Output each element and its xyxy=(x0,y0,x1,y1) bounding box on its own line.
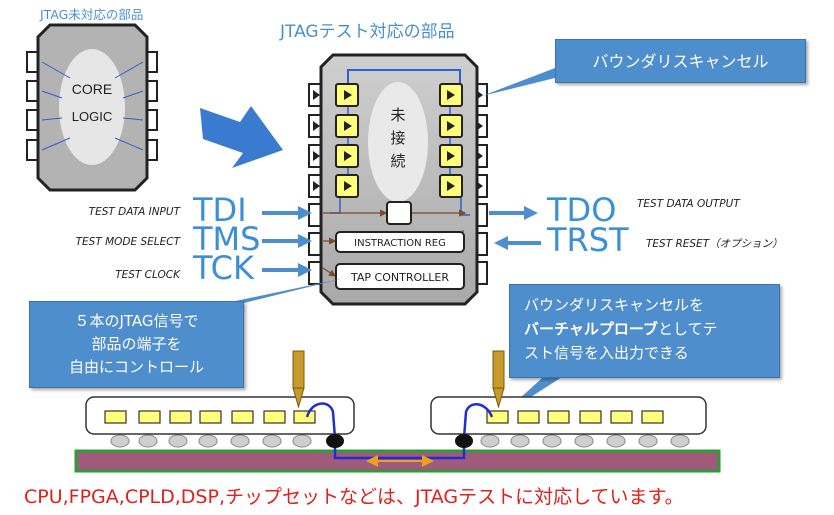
footer-note: CPU,FPGA,CPLD,DSP,チップセットなどは、JTAGテストに対応して… xyxy=(24,486,684,508)
virtual-probe-line-1: バウンダリスキャンセルを xyxy=(524,296,705,314)
virtual-probe-line-2: バーチャルプローブとしてテ xyxy=(524,317,773,341)
boundary-scan-callout: バウンダリスキャンセル xyxy=(555,39,806,83)
control-wires xyxy=(322,209,467,277)
virtual-probe-rest: としてテ xyxy=(657,320,718,338)
left-contact-ball xyxy=(326,434,344,448)
boundary-callout-pointer xyxy=(482,68,555,96)
trst-description: TEST RESET（オプション） xyxy=(646,238,783,250)
jtag-title: JTAGテスト対応の部品 xyxy=(279,22,455,42)
cell-arrows xyxy=(344,90,455,191)
unconnected-char-2: 接 xyxy=(390,129,405,147)
virtual-probe-callout: バウンダリスキャンセルを バーチャルプローブとしてテ スト信号を入出力できる xyxy=(509,284,780,378)
tdi-label: TDI xyxy=(192,191,247,229)
right-device-cells xyxy=(486,410,664,424)
tdo-description: TEST DATA OUTPUT xyxy=(637,198,741,210)
five-signals-callout: ５本のJTAG信号で 部品の端子を 自由にコントロール xyxy=(29,301,244,388)
core-wires xyxy=(41,61,144,151)
transition-arrow-icon xyxy=(200,106,283,168)
logic-label: LOGIC xyxy=(72,109,112,124)
instruction-register xyxy=(335,231,465,253)
signal-arrows xyxy=(262,206,541,277)
unconnected-char-3: 続 xyxy=(390,152,405,170)
jtag-chip: 未 接 続 xyxy=(308,53,488,306)
tms-description: TEST MODE SELECT xyxy=(76,236,182,248)
right-probe-icon xyxy=(492,350,505,409)
tck-description: TEST CLOCK xyxy=(115,269,181,281)
five-signals-line-2: 部品の端子を xyxy=(91,335,182,353)
tdi-description: TEST DATA INPUT xyxy=(89,206,182,218)
tdo-label: TDO xyxy=(546,191,616,229)
tap-controller-label: TAP CONTROLLER xyxy=(350,271,449,284)
non-jtag-title: JTAG未対応の部品 xyxy=(39,7,143,22)
non-jtag-chip: CORE LOGIC xyxy=(26,23,158,192)
virtual-probe-line-3: スト信号を入出力できる xyxy=(524,344,689,362)
signals-callout-pointer xyxy=(226,278,345,303)
unconnected-char-1: 未 xyxy=(390,106,405,124)
circuit-board xyxy=(74,350,721,473)
tap-controller xyxy=(335,263,465,290)
unconnected-core xyxy=(368,82,428,202)
right-contact-ball xyxy=(455,434,473,448)
core-label: CORE xyxy=(72,81,112,97)
five-signals-line-1: ５本のJTAG信号で xyxy=(74,312,199,330)
trst-label: TRST xyxy=(546,221,629,259)
five-signals-line-3: 自由にコントロール xyxy=(68,358,204,376)
solder-balls-right xyxy=(480,434,690,448)
boundary-scan-callout-text: バウンダリスキャンセル xyxy=(592,52,769,71)
left-probe-icon xyxy=(292,350,305,409)
tck-label: TCK xyxy=(192,249,255,287)
scan-chain-top xyxy=(347,69,461,86)
instruction-register-label: INSTRACTION REG xyxy=(354,238,446,249)
virtual-probe-bold: バーチャルプローブ xyxy=(524,320,658,338)
core-logic-ellipse xyxy=(59,49,125,165)
tms-label: TMS xyxy=(192,220,260,258)
left-device-cells xyxy=(104,410,316,424)
solder-balls-left xyxy=(110,434,312,448)
bypass-register xyxy=(386,201,412,225)
